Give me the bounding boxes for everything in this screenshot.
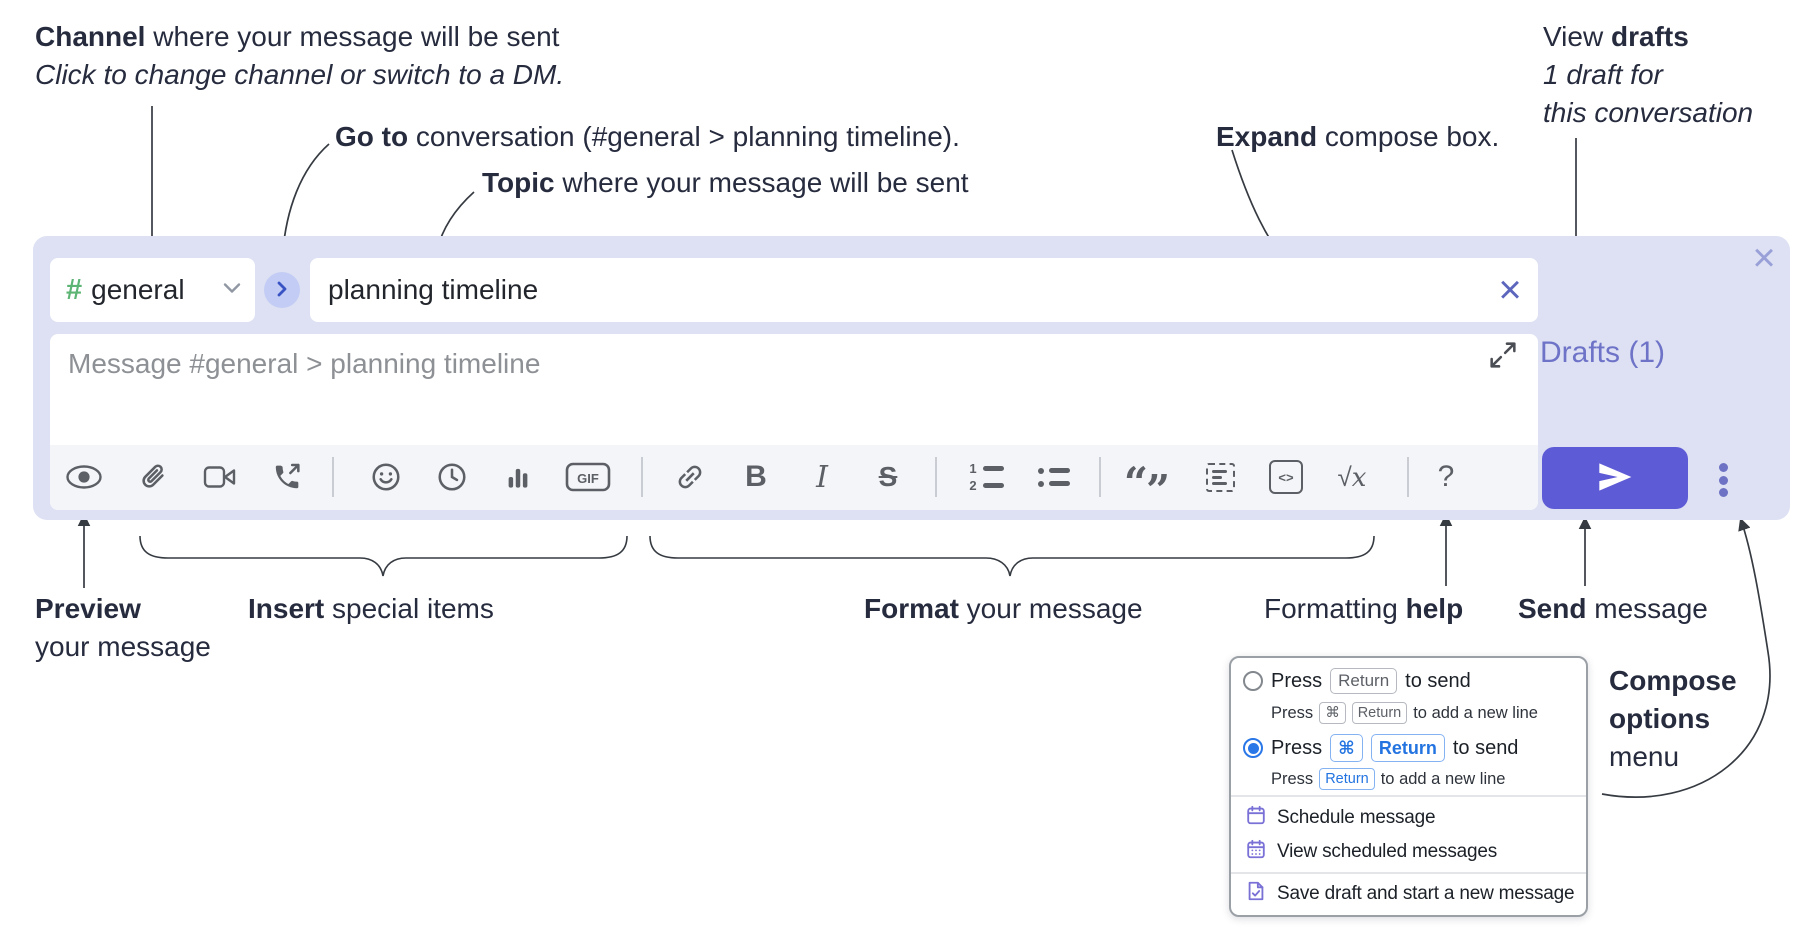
menu-divider bbox=[1231, 872, 1586, 874]
radio-selected-icon[interactable] bbox=[1243, 738, 1263, 758]
brace-format-group bbox=[649, 535, 1375, 577]
menu-option-return-to-send[interactable]: Press Return to send bbox=[1243, 668, 1471, 694]
math-icon[interactable]: √x bbox=[1330, 455, 1374, 499]
annotation-goto-rest: conversation (#general > planning timeli… bbox=[408, 121, 960, 152]
compose-options-ellipsis-button[interactable] bbox=[1712, 459, 1734, 501]
annotation-send-message: Send message bbox=[1518, 593, 1708, 624]
topic-clear-button[interactable]: × bbox=[1486, 262, 1534, 318]
annotation-topic-rest: where your message will be sent bbox=[554, 167, 969, 198]
menu-option-cmd-return-to-send[interactable]: Press ⌘ Return to send bbox=[1243, 734, 1518, 762]
annotation-preview-line2: your message bbox=[35, 631, 211, 662]
annotation-preview-line1: Preview bbox=[35, 593, 141, 624]
italic-icon[interactable]: I bbox=[800, 455, 844, 499]
expand-compose-icon[interactable] bbox=[1486, 338, 1520, 372]
message-input[interactable] bbox=[50, 334, 1538, 444]
quote-icon[interactable]: “ ” bbox=[1124, 455, 1170, 512]
link-icon[interactable] bbox=[668, 455, 712, 499]
send-plane-icon bbox=[1596, 462, 1634, 495]
cmd-key: ⌘ bbox=[1319, 702, 1346, 724]
menu-item-view-scheduled-messages[interactable]: View scheduled messages bbox=[1245, 838, 1497, 866]
toolbar-divider bbox=[935, 457, 937, 497]
annotation-channel-line1: Channel where your message will be sent bbox=[35, 20, 559, 54]
voice-call-phone-icon[interactable] bbox=[265, 455, 309, 499]
brace-insert-group bbox=[139, 535, 628, 577]
svg-text:GIF: GIF bbox=[577, 471, 599, 486]
annotation-expand-bold: Expand bbox=[1216, 121, 1318, 152]
return-key: Return bbox=[1319, 768, 1375, 790]
annotation-channel-bold: Channel bbox=[35, 21, 146, 52]
menu-option-return-to-send-sub: Press ⌘ Return to add a new line bbox=[1271, 702, 1538, 724]
numbered-list-icon[interactable]: 1 2 bbox=[964, 455, 1008, 499]
annotation-channel-line2: Click to change channel or switch to a D… bbox=[35, 59, 565, 90]
draft-document-check-icon bbox=[1245, 880, 1267, 908]
formatting-help-icon[interactable]: ? bbox=[1424, 455, 1468, 499]
annotation-drafts-bold: drafts bbox=[1610, 21, 1689, 52]
topic-input[interactable] bbox=[310, 258, 1538, 322]
menu-item-schedule-message[interactable]: Schedule message bbox=[1245, 804, 1436, 832]
return-key: Return bbox=[1351, 702, 1408, 724]
radio-unselected-icon[interactable] bbox=[1243, 671, 1263, 691]
compose-options-menu: Press Return to send Press ⌘ Return to a… bbox=[1229, 656, 1588, 917]
annotation-insert: Insert special items bbox=[248, 593, 494, 624]
annotation-compose-options-line2: options bbox=[1609, 703, 1711, 734]
calendar-grid-icon bbox=[1245, 838, 1267, 866]
preview-eye-icon[interactable] bbox=[62, 455, 106, 499]
annotation-drafts-line1: View drafts bbox=[1543, 20, 1689, 54]
time-clock-icon[interactable] bbox=[430, 455, 474, 499]
annotation-goto-bold: Go to bbox=[335, 121, 409, 152]
menu-option-cmd-return-to-send-sub: Press Return to add a new line bbox=[1271, 768, 1505, 790]
spoiler-icon[interactable] bbox=[1198, 455, 1242, 499]
annotation-format: Format your message bbox=[864, 593, 1143, 624]
video-call-icon[interactable] bbox=[198, 455, 242, 499]
annotation-formatting-help: Formatting help bbox=[1264, 593, 1464, 624]
channel-hash-icon: # bbox=[66, 273, 83, 306]
attach-paperclip-icon[interactable] bbox=[131, 455, 175, 499]
toolbar-divider bbox=[1099, 457, 1101, 497]
calendar-icon bbox=[1245, 804, 1267, 832]
menu-item-save-draft[interactable]: Save draft and start a new message bbox=[1245, 880, 1575, 908]
annotation-goto: Go to conversation (#general > planning … bbox=[335, 120, 960, 154]
annotation-expand-rest: compose box. bbox=[1317, 121, 1500, 152]
annotation-compose-options-line3: menu bbox=[1609, 741, 1680, 772]
toolbar-divider bbox=[641, 457, 643, 497]
send-button[interactable] bbox=[1542, 447, 1688, 509]
toolbar-divider bbox=[1407, 457, 1409, 497]
annotation-topic-bold: Topic bbox=[482, 167, 555, 198]
annotation-drafts-line3: this conversation bbox=[1543, 97, 1754, 128]
annotation-drafts-pre: View bbox=[1543, 21, 1611, 52]
go-to-conversation-button[interactable] bbox=[264, 272, 300, 308]
code-icon[interactable]: <> bbox=[1264, 455, 1308, 499]
toolbar-divider bbox=[332, 457, 334, 497]
gif-icon[interactable]: GIF bbox=[562, 455, 614, 499]
annotation-topic: Topic where your message will be sent bbox=[482, 166, 969, 200]
channel-selector[interactable]: # general bbox=[50, 258, 255, 322]
annotation-compose-options-line1: Compose bbox=[1609, 665, 1737, 696]
return-key: Return bbox=[1330, 668, 1398, 694]
bulleted-list-icon[interactable] bbox=[1032, 455, 1076, 499]
annotation-drafts-line2: 1 draft for bbox=[1543, 59, 1663, 90]
bold-icon[interactable]: B bbox=[734, 455, 778, 499]
chevron-right-icon bbox=[273, 279, 291, 302]
cmd-key: ⌘ bbox=[1330, 734, 1363, 762]
annotation-expand: Expand compose box. bbox=[1216, 120, 1499, 154]
menu-divider bbox=[1231, 795, 1586, 797]
return-key: Return bbox=[1370, 734, 1445, 762]
strikethrough-icon[interactable]: S bbox=[866, 455, 910, 499]
poll-bar-chart-icon[interactable] bbox=[496, 455, 540, 499]
chevron-down-icon bbox=[223, 281, 241, 299]
emoji-smiley-icon[interactable] bbox=[364, 455, 408, 499]
compose-close-button[interactable]: × bbox=[1742, 236, 1786, 280]
annotation-channel-rest: where your message will be sent bbox=[145, 21, 560, 52]
channel-name: general bbox=[91, 274, 185, 305]
compose-toolbar bbox=[50, 445, 1538, 510]
drafts-link[interactable]: Drafts (1) bbox=[1540, 336, 1666, 369]
